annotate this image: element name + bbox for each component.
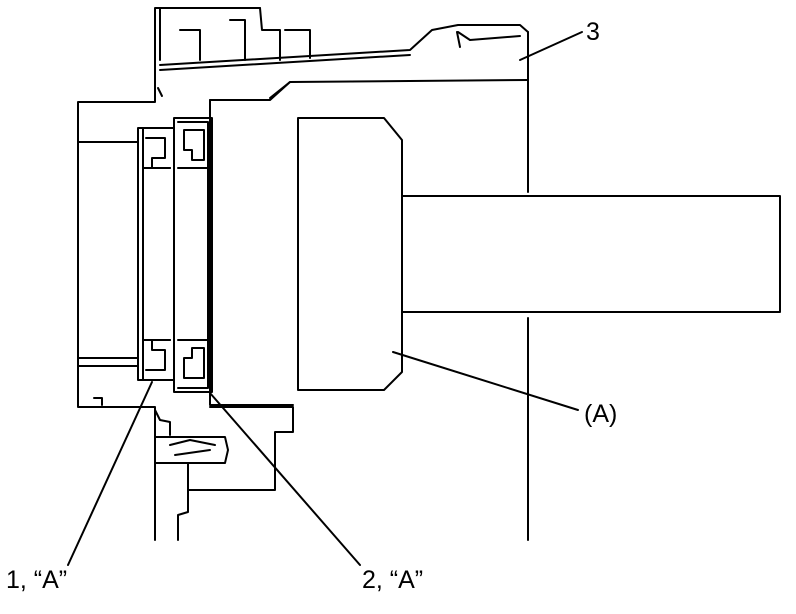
special-tool-a bbox=[209, 99, 781, 406]
seal-2 bbox=[173, 117, 213, 393]
label-part-3: 3 bbox=[586, 18, 600, 46]
label-part-2: 2, “A” bbox=[362, 566, 424, 594]
seal-1 bbox=[137, 127, 175, 381]
housing-3 bbox=[77, 7, 529, 541]
label-tool-a: (A) bbox=[584, 400, 618, 428]
leader-lines bbox=[67, 31, 583, 566]
left-flange bbox=[77, 141, 139, 367]
label-part-1: 1, “A” bbox=[6, 566, 68, 594]
